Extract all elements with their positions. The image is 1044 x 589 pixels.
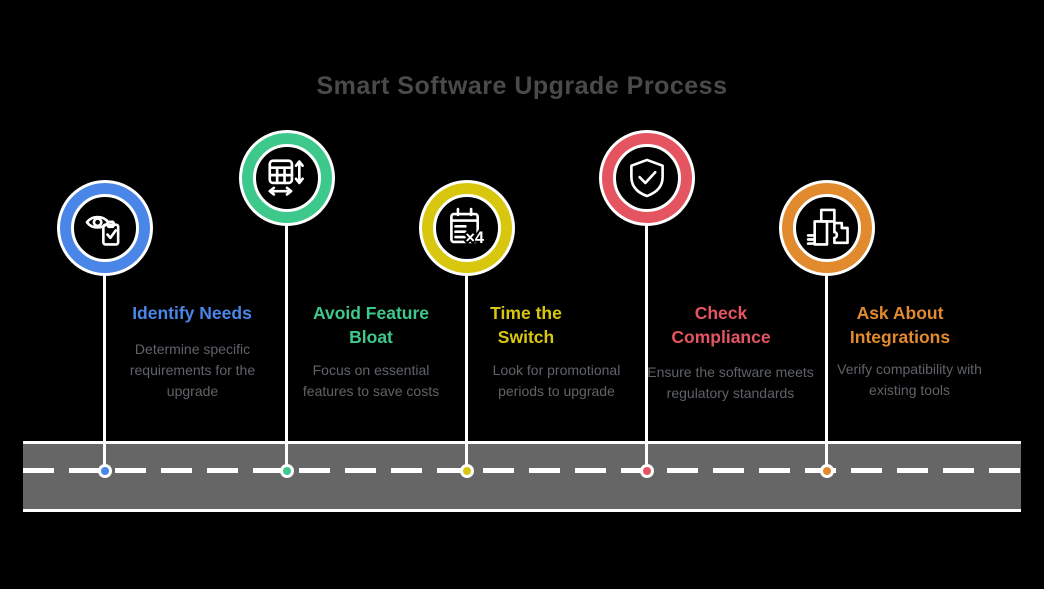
- svg-text:×4: ×4: [465, 229, 485, 247]
- shield-check-icon: [630, 158, 664, 198]
- step-circle: [779, 180, 875, 276]
- step-title: Ask About Integrations: [849, 303, 951, 347]
- step-description: Determine specific requirements for the …: [129, 341, 256, 399]
- step-description: Verify compatibility with existing tools: [837, 361, 982, 398]
- step-title: Identify Needs: [132, 303, 252, 323]
- step-circle: [239, 130, 335, 226]
- step-circle: ×4: [419, 180, 515, 276]
- step-title: Time the Switch: [490, 303, 562, 347]
- step-title: Check Compliance: [671, 303, 771, 347]
- connector-line: [285, 225, 288, 469]
- step-circle: [57, 180, 153, 276]
- step-description: Focus on essential features to save cost…: [302, 362, 440, 399]
- step-title: Avoid Feature Bloat: [312, 303, 430, 347]
- page-title: Smart Software Upgrade Process: [316, 72, 728, 100]
- connector-line: [103, 275, 106, 469]
- step-description: Ensure the software meets regulatory sta…: [647, 364, 814, 401]
- connector-line: [825, 275, 828, 469]
- table-resize-icon: [268, 159, 304, 196]
- road-center-dashed-line: [23, 468, 1021, 473]
- connector-line: [645, 225, 648, 469]
- connector-line: [465, 275, 468, 469]
- calendar-x4-icon: ×4: [450, 207, 487, 249]
- road-band: [23, 441, 1021, 512]
- step-circle: [599, 130, 695, 226]
- step-description: Look for promotional periods to upgrade: [492, 362, 621, 399]
- integration-blocks-icon: [806, 208, 849, 246]
- eye-clipboard-icon: [85, 215, 120, 246]
